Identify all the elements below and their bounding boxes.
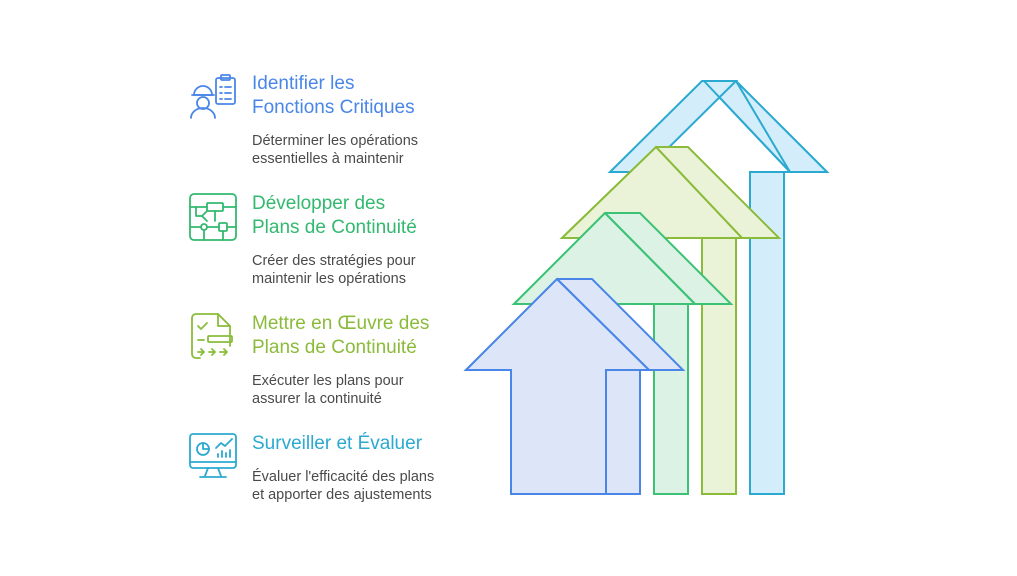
- step-description: Créer des stratégies pour maintenir les …: [252, 253, 416, 287]
- arrow-blue: [463, 277, 686, 495]
- flowchart-icon: [189, 193, 237, 241]
- monitor-analytics-icon: [189, 433, 237, 478]
- worker-checklist-icon: [190, 74, 236, 119]
- step-title: Identifier les Fonctions Critiques: [252, 73, 415, 118]
- step-description: Exécuter les plans pour assurer la conti…: [252, 373, 404, 407]
- task-list-icon: [191, 313, 233, 359]
- arrow-cyan: [607, 80, 830, 495]
- step-description: Évaluer l'efficacité des plans et apport…: [252, 469, 435, 503]
- step-description: Déterminer les opérations essentielles à…: [252, 133, 419, 167]
- step-title: Mettre en Œuvre des Plans de Continuité: [252, 313, 430, 358]
- step-title: Développer des Plans de Continuité: [252, 193, 417, 238]
- step-title: Surveiller et Évaluer: [252, 433, 423, 454]
